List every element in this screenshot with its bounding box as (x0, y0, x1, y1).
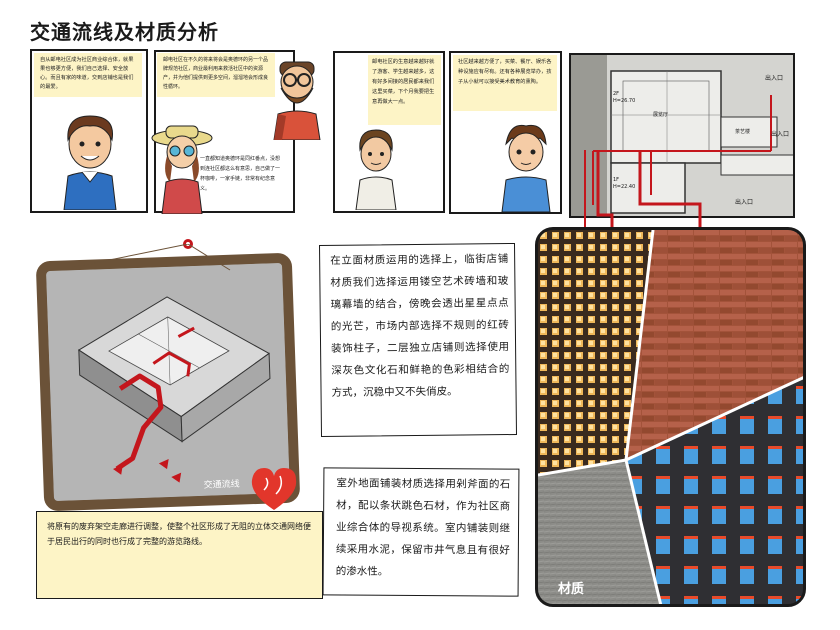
plan-entry-3: 出入口 (735, 199, 754, 206)
woman-figure (151, 125, 213, 214)
plan-room-label: 茶艺楼 (735, 129, 751, 135)
floor-plan: 出入口 出入口 出入口 2F H=26.70 1F H=22.40 展览厅 茶艺… (569, 53, 795, 218)
plan-label-2f-height: H=26.70 (613, 98, 636, 104)
young-man-figure (355, 129, 397, 210)
plan-label-1f-height: H=22.40 (613, 184, 636, 190)
panel2-caption-box: 邮电社区在不久的将来将会是奥德环的另一个品牌规范社区，商业最利用来救活社区中的资… (157, 53, 275, 97)
pin-lines (69, 244, 231, 271)
plan-label-2f: 2F (613, 91, 620, 97)
bearded-man-figure (273, 61, 321, 140)
panel3-text: 邮电社区的生意越来越好就了游客、学生越来越多，这有好多间接的居民都来我们这里买菜… (372, 59, 435, 105)
material-label: 材质 (558, 582, 585, 597)
panel2-text: 邮电社区在不久的将来将会是奥德环的另一个品牌规范社区，商业最利用来救活社区中的资… (163, 57, 269, 90)
heart-icon (251, 468, 297, 510)
man-figure (501, 124, 551, 212)
ground-material-text: 室外地面铺装材质选择用剁斧面的石材，配以条状跳色石材，作为社区商业综合体的导视系… (335, 477, 511, 578)
ground-material-card: 室外地面铺装材质选择用剁斧面的石材，配以条状跳色石材，作为社区商业综合体的导视系… (322, 467, 520, 597)
plan-label-1f: 1F (613, 177, 620, 183)
boy-figure (63, 115, 117, 210)
axonometric-svg (46, 262, 290, 502)
circulation-caption-text: 将原有的废弃架空走廊进行调整，使整个社区形成了无阻的立体交通网络便于居民出行的同… (47, 522, 311, 546)
facade-material-text: 在立面材质运用的选择上，临街店铺材质我们选择运用镂空艺术砖墙和玻璃幕墙的结合，傍… (330, 253, 510, 399)
panel3-caption-box: 邮电社区的生意越来越好就了游客、学生越来越多，这有好多间接的居民都来我们这里买菜… (368, 55, 441, 125)
plan-entry-2: 出入口 (771, 131, 790, 138)
panel1-text: 自从邮电社区成为社区商业综合体，就果果也够更方便，我们自己选择、安全放心。而且有… (40, 57, 134, 90)
plan-entry-1: 出入口 (765, 75, 784, 82)
plan-hall-label: 展览厅 (653, 112, 669, 118)
panel4-caption-box: 社区越来越方便了，买菜、餐厅、娱乐各种设施应有尽有。还有各种展览举办，孩子从小就… (453, 55, 557, 111)
axonometric-frame: 交通流线 (35, 252, 301, 512)
panel1-caption-box: 自从邮电社区成为社区商业综合体，就果果也够更方便，我们自己选择、安全放心。而且有… (34, 53, 142, 97)
panel4-text: 社区越来越方便了，买菜、餐厅、娱乐各种设施应有尽有。还有各种展览举办，孩子从小就… (458, 59, 552, 85)
axonometric-drawing: 交通流线 (46, 262, 290, 502)
material-collage: 材质 (535, 227, 806, 607)
floor-plan-drawing (571, 55, 793, 216)
material-collage-svg (538, 230, 803, 604)
axon-label: 交通流线 (203, 479, 240, 491)
facade-material-card: 在立面材质运用的选择上，临街店铺材质我们选择运用镂空艺术砖墙和玻璃幕墙的结合，傍… (319, 242, 517, 438)
page-title: 交通流线及材质分析 (30, 20, 219, 44)
circulation-caption: 将原有的废弃架空走廊进行调整，使整个社区形成了无阻的立体交通网络便于居民出行的同… (36, 511, 323, 599)
panel2-caption: 一直都知道奥德环是同红番点，没想到连社区都这么有意思，自己做了一杯咖啡，一家手链… (200, 156, 281, 192)
